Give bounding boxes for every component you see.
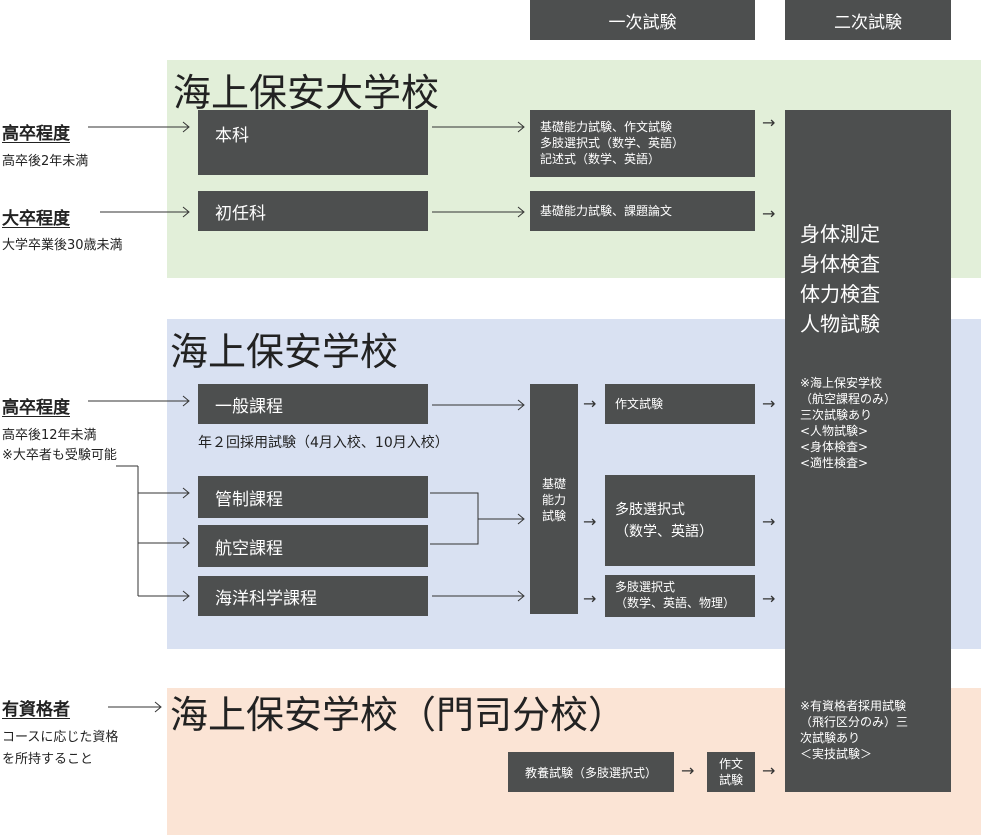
second-note-moji-2: 次試験あり — [800, 731, 861, 745]
arrowhead — [182, 590, 190, 602]
arrowhead — [517, 206, 525, 218]
arrow-glyph: → — [762, 394, 776, 413]
arrowhead — [182, 487, 190, 499]
exam-kyoyo: 教養試験（多肢選択式） — [508, 752, 674, 792]
arrowhead — [182, 121, 190, 133]
level-uni-high-note: 高卒後2年未満 — [2, 154, 89, 169]
exam-kiso-line2: 能力 — [541, 493, 566, 507]
course-kaiyo: 海洋科学課程 — [198, 576, 428, 616]
arrowhead — [517, 121, 525, 133]
arrowhead — [517, 399, 525, 411]
arrow-glyph: → — [583, 394, 597, 413]
exam-kiso-line3: 試験 — [541, 509, 566, 523]
arrowhead — [182, 206, 190, 218]
arrow-glyph: → — [762, 204, 776, 223]
arrowhead — [182, 537, 190, 549]
second-exam-column — [785, 110, 951, 792]
second-item-3: 人物試験 — [800, 312, 880, 336]
arrowhead — [517, 513, 525, 525]
exam-sakubun2: 作文 試験 — [707, 752, 755, 792]
university-title: 海上保安大学校 — [173, 71, 440, 115]
second-note-school-1: （航空課程のみ） — [800, 392, 897, 406]
level-moji-qual-note1: コースに応じた資格 — [2, 730, 119, 745]
exam-tashi-line1: 多肢選択式 — [615, 502, 685, 518]
arrow-glyph: → — [762, 113, 776, 132]
second-item-1: 身体検査 — [800, 252, 880, 276]
second-note-moji-1: （飛行区分のみ）三 — [800, 715, 909, 729]
course-koku: 航空課程 — [198, 525, 428, 567]
exam-tashi: 多肢選択式 （数学、英語） — [605, 475, 755, 566]
exam-sakubun: 作文試験 — [605, 384, 755, 424]
second-exam-header: 二次試験 — [785, 0, 951, 40]
arrow-glyph: → — [762, 589, 776, 608]
school-title: 海上保安学校 — [170, 330, 399, 374]
second-note-school-0: ※海上保安学校 — [800, 376, 883, 390]
exam-tashi3-line2: （数学、英語、物理） — [615, 596, 736, 610]
second-note-moji-0: ※有資格者採用試験 — [800, 699, 907, 713]
exam-honka-line2: 多肢選択式（数学、英語） — [540, 136, 685, 150]
course-shoninka: 初任科 — [198, 191, 428, 231]
level-moji-qual: 有資格者 — [2, 700, 70, 720]
connector-line — [430, 492, 479, 545]
course-ippan: 一般課程 — [198, 384, 428, 424]
exam-tashi3: 多肢選択式 （数学、英語、物理） — [605, 575, 755, 617]
arrow-glyph: → — [762, 512, 776, 531]
exam-honka-line1: 基礎能力試験、作文試験 — [540, 120, 673, 134]
arrow-glyph: → — [681, 761, 695, 780]
exam-tashi-line2: （数学、英語） — [615, 524, 713, 540]
arrow-glyph: → — [583, 512, 597, 531]
second-exam-items: 身体測定 身体検査 体力検査 人物試験 — [800, 219, 880, 339]
level-moji-qual-note2: を所持すること — [2, 752, 94, 767]
second-note-school: ※海上保安学校 （航空課程のみ） 三次試験あり <人物試験> <身体検査> <適… — [800, 375, 896, 471]
arrow-glyph: → — [583, 589, 597, 608]
arrowhead — [517, 590, 525, 602]
first-exam-header: 一次試験 — [530, 0, 755, 40]
arrowhead — [154, 701, 162, 713]
course-honka: 本科 — [198, 110, 428, 175]
level-uni-grad-note: 大学卒業後30歳未満 — [2, 238, 123, 253]
recruit-note: 年２回採用試験（4月入校、10月入校） — [198, 435, 449, 451]
moji-title: 海上保安学校（門司分校） — [170, 693, 627, 737]
second-note-school-2: 三次試験あり — [800, 408, 873, 422]
level-uni-grad: 大卒程度 — [2, 209, 70, 229]
level-uni-high: 高卒程度 — [2, 124, 70, 144]
exam-honka-line3: 記述式（数学、英語） — [540, 152, 661, 166]
exam-shoninka: 基礎能力試験、課題論文 — [530, 191, 755, 231]
second-item-2: 体力検査 — [800, 282, 880, 306]
second-note-moji-3: ＜実技試験＞ — [800, 747, 873, 761]
second-note-school-5: <適性検査> — [800, 456, 869, 470]
arrow-glyph: → — [762, 761, 776, 780]
exam-kiso: 基礎 能力 試験 — [530, 384, 578, 614]
arrowhead — [182, 395, 190, 407]
exam-sakubun2-line2: 試験 — [718, 773, 743, 787]
level-school-high-note2: ※大卒者も受験可能 — [2, 448, 117, 463]
exam-sakubun2-line1: 作文 — [718, 757, 743, 771]
level-school-high: 高卒程度 — [2, 398, 70, 418]
second-note-school-4: <身体検査> — [800, 440, 869, 454]
exam-tashi3-line1: 多肢選択式 — [615, 580, 676, 594]
second-note-moji: ※有資格者採用試験 （飛行区分のみ）三 次試験あり ＜実技試験＞ — [800, 698, 908, 762]
second-item-0: 身体測定 — [800, 222, 880, 246]
level-school-high-note1: 高卒後12年未満 — [2, 428, 97, 443]
exam-kiso-line1: 基礎 — [541, 477, 566, 491]
exam-honka: 基礎能力試験、作文試験 多肢選択式（数学、英語） 記述式（数学、英語） — [530, 110, 755, 177]
course-kansei: 管制課程 — [198, 476, 428, 518]
second-note-school-3: <人物試験> — [800, 424, 869, 438]
